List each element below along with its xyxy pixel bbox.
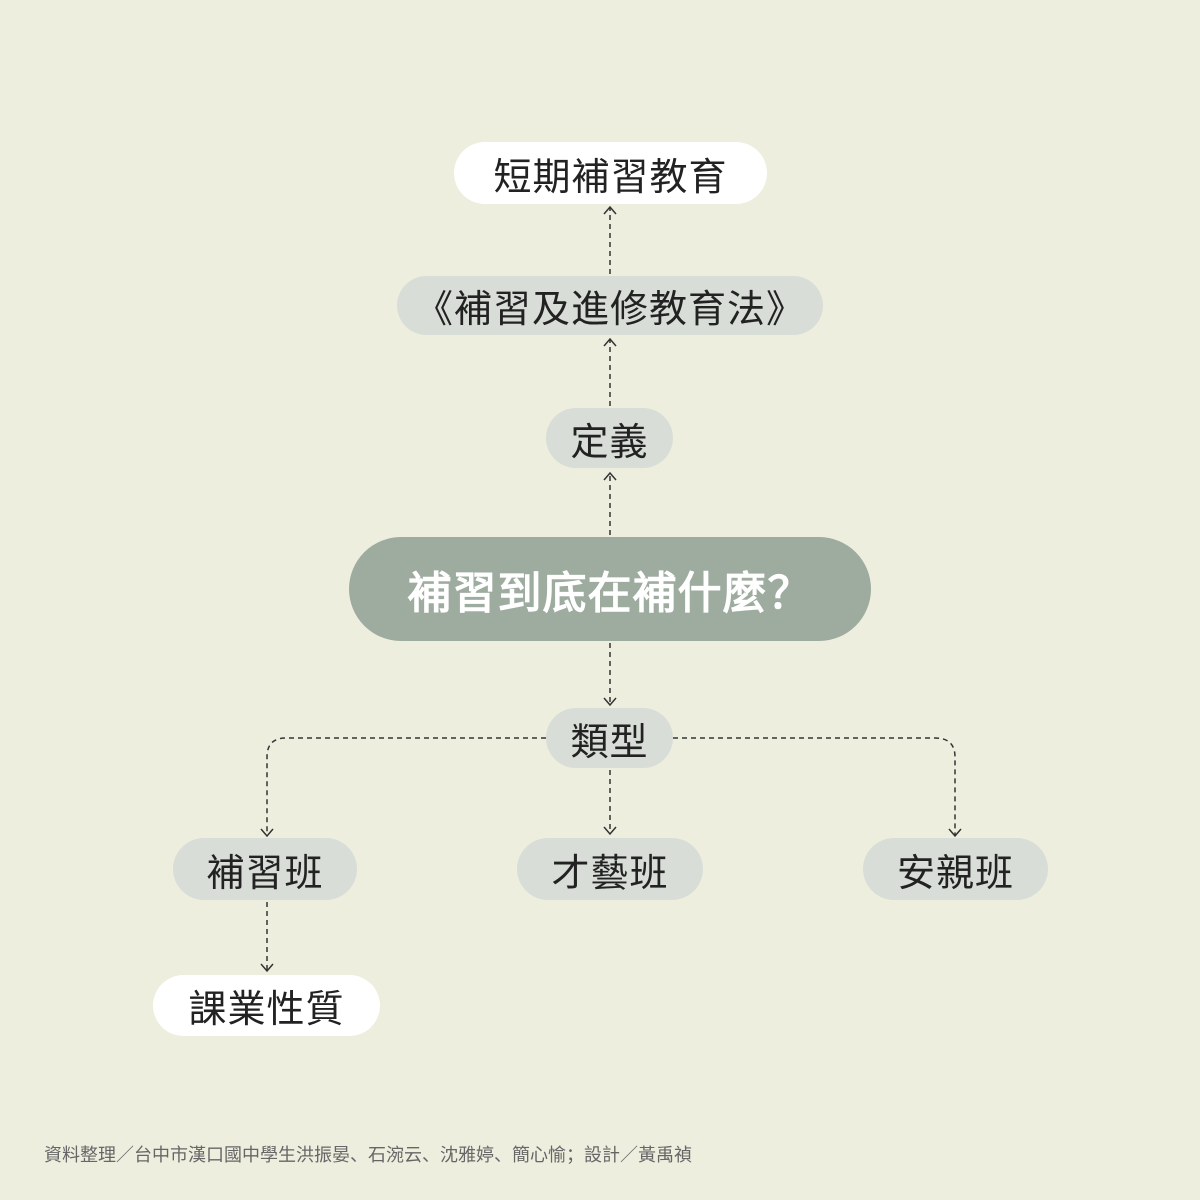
node-academic: 課業性質: [153, 975, 380, 1036]
node-after-school-care: 安親班: [863, 838, 1048, 900]
node-law: 《補習及進修教育法》: [397, 276, 823, 335]
node-types: 類型: [546, 708, 673, 768]
credit-text: 資料整理／台中市漢口國中學生洪振晏、石涴云、沈雅婷、簡心愉；設計／黃禹禎: [44, 1145, 692, 1166]
arrow-types-to-cram: [266, 737, 546, 835]
node-talent-class: 才藝班: [517, 838, 703, 900]
node-short-term-education: 短期補習教育: [454, 142, 767, 204]
node-cram-school: 補習班: [173, 838, 357, 900]
arrow-types-to-care: [673, 737, 956, 835]
node-definition: 定義: [546, 408, 673, 468]
node-main-question: 補習到底在補什麼？: [349, 537, 871, 641]
